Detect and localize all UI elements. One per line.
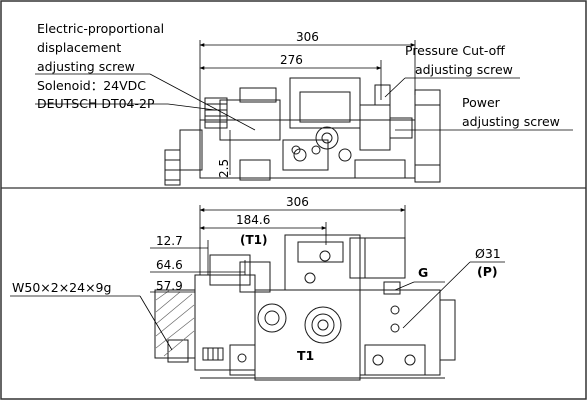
top-leader-lines xyxy=(35,73,573,131)
bottom-dim-64-6: 64.6 xyxy=(156,258,183,272)
callout-power-line1: Power xyxy=(462,95,501,110)
callout-power-line2: adjusting screw xyxy=(462,114,560,129)
port-g-label: G xyxy=(418,265,428,280)
bottom-dim-184-6: 184.6 xyxy=(236,213,270,227)
bottom-dim-t1-tag: (T1) xyxy=(240,233,268,247)
port-p-label: (P) xyxy=(477,264,498,279)
callout-pressure-line1: Pressure Cut-off xyxy=(405,43,505,58)
top-dim-306: 306 xyxy=(296,30,319,44)
bottom-dim-306: 306 xyxy=(286,195,309,209)
callout-electric-line2: displacement xyxy=(37,40,121,55)
port-diameter-label: Ø31 xyxy=(475,246,501,261)
shaft-hatch xyxy=(155,289,195,357)
bottom-dim-57-9: 57.9 xyxy=(156,279,183,293)
bottom-view-drawing xyxy=(154,234,456,381)
bottom-dimension-lines xyxy=(10,205,505,351)
callout-solenoid-line1: Solenoid：24VDC xyxy=(37,78,146,93)
callout-solenoid-line2: DEUTSCH DT04-2P xyxy=(37,96,155,111)
callout-electric-line3: adjusting screw xyxy=(37,59,135,74)
port-t1-label: T1 xyxy=(297,348,314,363)
callout-electric-line1: Electric-proportional xyxy=(37,21,164,36)
top-dimension-lines xyxy=(199,40,416,175)
bottom-dim-12-7: 12.7 xyxy=(156,234,183,248)
top-dim-276: 276 xyxy=(280,53,303,67)
top-view-drawing xyxy=(164,77,441,186)
spline-spec-label: W50×2×24×9g xyxy=(12,280,111,295)
callout-pressure-line2: adjusting screw xyxy=(415,62,513,77)
top-dim-2-5: 2.5 xyxy=(217,159,231,178)
